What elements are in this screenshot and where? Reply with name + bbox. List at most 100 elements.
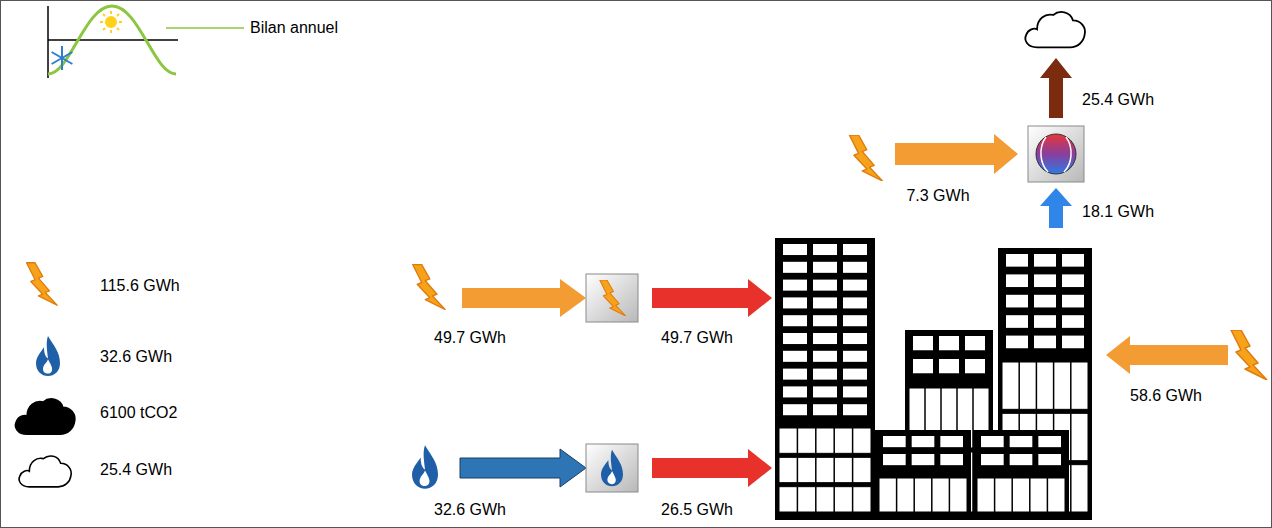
co2-cloud-icon: [16, 399, 75, 434]
gas-icon: [601, 450, 623, 487]
window: [843, 244, 867, 255]
mullion: [1029, 478, 1031, 512]
buildings: [775, 238, 1092, 520]
window: [843, 333, 867, 344]
glazing-band: [977, 478, 1065, 512]
annual-icon: [48, 6, 244, 78]
window: [1062, 295, 1084, 308]
heat-pump-lines: [1041, 137, 1071, 172]
window: [813, 244, 837, 255]
season-curve: [48, 6, 176, 74]
window: [843, 262, 867, 273]
window: [912, 454, 935, 465]
mullion: [949, 478, 951, 512]
building-body: [775, 238, 875, 520]
axis: [47, 6, 49, 78]
legend-value: 32.6 GWh: [100, 348, 172, 366]
flow-value: 49.7 GWh: [661, 329, 733, 347]
leader-line: [166, 27, 244, 29]
window: [940, 436, 963, 447]
electricity-icon: [1231, 330, 1267, 380]
window: [1006, 274, 1028, 287]
window: [783, 297, 807, 308]
window: [1006, 295, 1028, 308]
mullion: [896, 478, 898, 512]
window: [965, 359, 985, 373]
flow-value: 49.7 GWh: [434, 329, 506, 347]
window: [1038, 436, 1061, 447]
flow-value: 25.4 GWh: [1082, 91, 1154, 109]
heat-arrow: [652, 449, 772, 487]
window: [1062, 336, 1084, 349]
window: [813, 386, 837, 397]
mullion: [1070, 413, 1072, 460]
glazing-band: [779, 487, 871, 512]
mullion: [797, 487, 799, 512]
window: [1010, 436, 1033, 447]
mullion: [1011, 478, 1013, 512]
drawing-part: [100, 21, 103, 23]
axis: [48, 39, 178, 41]
building: [875, 430, 971, 520]
window: [1038, 454, 1061, 465]
flow-value: 58.6 GWh: [1130, 387, 1202, 405]
heat-pump-symbol: [1036, 134, 1076, 174]
gas-icon: [412, 445, 438, 488]
electricity-arrow: [895, 134, 1018, 174]
mullion: [1018, 362, 1020, 409]
sun-rays: [100, 11, 122, 33]
mullion: [833, 428, 835, 453]
window: [1034, 274, 1056, 287]
drawing-part: [119, 21, 122, 23]
glazing-band: [779, 457, 871, 482]
building-body: [973, 430, 1069, 520]
heat-arrow: [652, 279, 772, 317]
electricity-arrow: [1106, 336, 1228, 374]
building-body: [875, 430, 971, 520]
legend-value: 25.4 GWh: [100, 461, 172, 479]
window: [1062, 315, 1084, 328]
window: [783, 404, 807, 415]
drawing-part: [117, 28, 119, 30]
glazing-band: [879, 478, 967, 512]
heat-pump-box: [1028, 126, 1084, 182]
mullion: [1047, 478, 1049, 512]
window: [981, 436, 1004, 447]
drawing-part: [110, 11, 112, 14]
window: [939, 359, 959, 373]
waste-heat-arrow: [1040, 58, 1072, 118]
electric-heater-box: [586, 274, 638, 322]
window: [783, 280, 807, 291]
window: [843, 351, 867, 362]
heat-cloud-icon: [1025, 12, 1085, 47]
drawing-part: [103, 14, 105, 16]
window: [813, 404, 837, 415]
window: [1010, 454, 1033, 465]
legend-value: 6100 tCO2: [100, 404, 177, 422]
building: [775, 238, 875, 520]
electricity-arrow: [462, 279, 586, 317]
window: [913, 359, 933, 373]
window: [1034, 315, 1056, 328]
window: [1062, 274, 1084, 287]
drawing-part: [110, 30, 112, 33]
window: [913, 336, 933, 350]
mullion: [797, 457, 799, 482]
snowflake-symbol: [52, 46, 73, 70]
boiler-box: [586, 444, 638, 492]
window: [1034, 295, 1056, 308]
gas-icon: [36, 336, 60, 376]
flow-value: 32.6 GWh: [434, 501, 506, 519]
window: [843, 386, 867, 397]
window: [783, 369, 807, 380]
mullion: [852, 487, 854, 512]
window: [1062, 254, 1084, 267]
mullion: [815, 428, 817, 453]
electricity-icon: [27, 263, 58, 306]
mullion: [931, 478, 933, 512]
gas-arrow: [460, 449, 586, 487]
window: [843, 315, 867, 326]
drawing-part: [52, 52, 73, 64]
